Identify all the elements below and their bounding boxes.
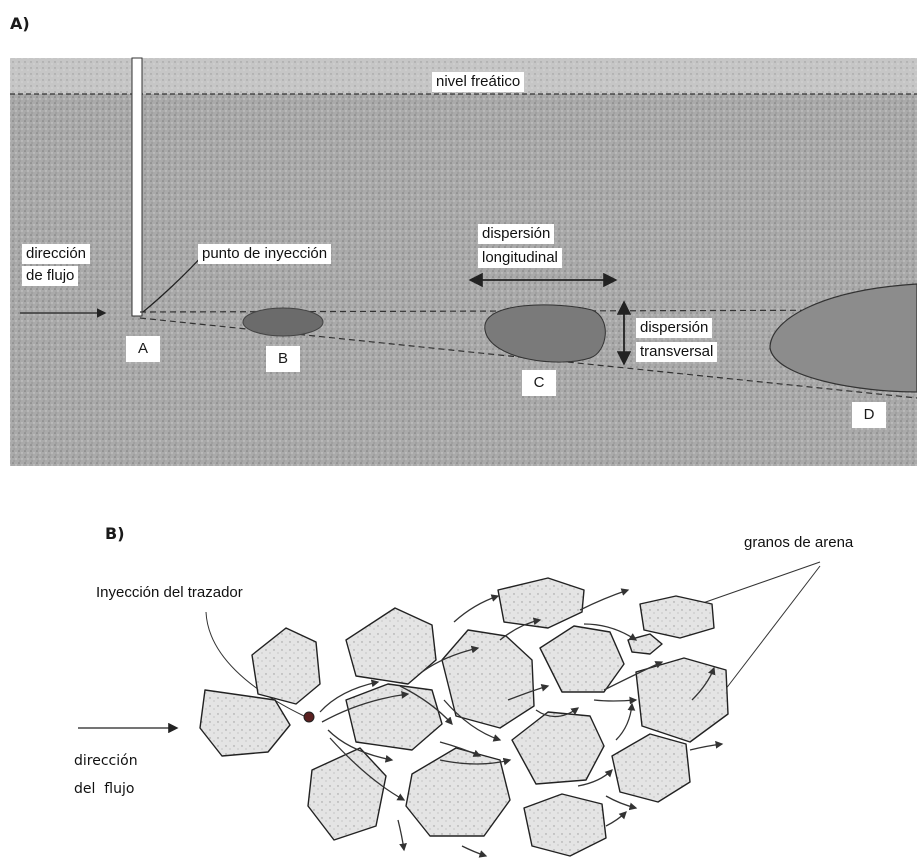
- sand-grains-pointer-1: [700, 562, 820, 604]
- sand-grain: [628, 634, 662, 654]
- pore-flow-arrow: [616, 704, 632, 740]
- pore-flow-arrow: [690, 744, 722, 750]
- sand-grain: [442, 630, 534, 728]
- flow-direction-label-line1: dirección: [22, 244, 90, 264]
- sand-grain: [540, 626, 624, 692]
- panel-a-title: A): [10, 14, 30, 33]
- sand-grain: [636, 658, 728, 742]
- sand-grain: [640, 596, 714, 638]
- plume-b: [243, 308, 323, 336]
- sand-grain: [200, 690, 290, 756]
- flow-direction-label-line2: de flujo: [22, 266, 78, 286]
- transverse-dispersion-label-line1: dispersión: [636, 318, 712, 338]
- injection-well: [132, 58, 142, 316]
- panel-b-title: B): [105, 524, 125, 543]
- sand-grain: [252, 628, 320, 704]
- sand-grain: [406, 748, 510, 836]
- sand-grain: [612, 734, 690, 802]
- sand-grain: [346, 684, 442, 750]
- sand-grain: [498, 578, 584, 628]
- transverse-dispersion-label-line2: transversal: [636, 342, 717, 362]
- pore-flow-arrow: [606, 796, 636, 808]
- sand-grains: [200, 578, 728, 856]
- point-a-label: A: [126, 336, 160, 362]
- pore-flow-arrow: [606, 812, 626, 826]
- point-c-label: C: [522, 370, 556, 396]
- sand-grain: [308, 748, 386, 840]
- aquifer-section: [10, 58, 917, 466]
- sand-grain: [524, 794, 606, 856]
- pore-flow-arrow: [594, 700, 636, 701]
- flow-direction-b-label-line2: del flujo: [74, 780, 134, 798]
- pore-flow-arrow: [398, 820, 404, 850]
- sand-grain: [346, 608, 436, 684]
- flow-direction-b-label-line1: dirección: [74, 752, 138, 770]
- pore-flow-arrow: [454, 596, 498, 622]
- point-d-label: D: [852, 402, 886, 428]
- tracer-injection-label: Inyección del trazador: [96, 584, 243, 602]
- water-table-label: nivel freático: [432, 72, 524, 92]
- sand-grains-label: granos de arena: [744, 534, 853, 552]
- injection-point-label: punto de inyección: [198, 244, 331, 264]
- longitudinal-dispersion-label-line2: longitudinal: [478, 248, 562, 268]
- point-b-label: B: [266, 346, 300, 372]
- longitudinal-dispersion-label-line1: dispersión: [478, 224, 554, 244]
- sand-grain: [512, 712, 604, 784]
- tracer-injection-dot: [304, 712, 314, 722]
- pore-flow-arrow: [462, 846, 486, 856]
- sand-grains-pointer-2: [725, 566, 820, 690]
- pore-flow-arrow: [580, 590, 628, 610]
